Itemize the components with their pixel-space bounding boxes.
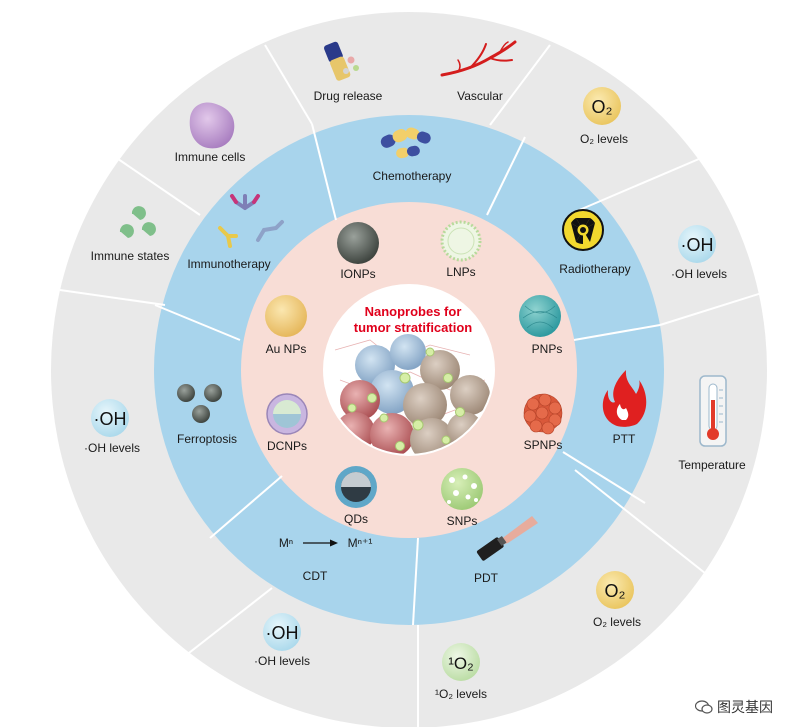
therapy-radiotherapy: Radiotherapy <box>559 209 631 276</box>
o2-bottom-icon <box>596 571 634 609</box>
spnps-particle <box>523 393 563 435</box>
biomarker-o2-top: O₂ O₂ levels <box>580 87 628 146</box>
immune-states-label: Immune states <box>91 249 170 263</box>
pnps-particle <box>519 295 561 337</box>
therapy-pdt: PDT <box>474 516 538 585</box>
immune-cell-icon <box>189 102 235 149</box>
immune-states-icon <box>119 206 156 238</box>
chemotherapy-label: Chemotherapy <box>373 169 452 183</box>
therapy-dividers <box>154 123 661 626</box>
ptt-label: PTT <box>613 432 636 446</box>
immunotherapy-label: Immunotherapy <box>187 257 270 271</box>
oh-bottom-icon <box>263 613 301 651</box>
immune-cells-label: Immune cells <box>175 150 246 164</box>
ionps-label: IONPs <box>340 267 375 281</box>
oh-right-label: ·OH levels <box>671 267 727 281</box>
therapy-cdt: Mⁿ Mⁿ⁺¹ CDT <box>279 536 373 583</box>
biomarker-temperature: Temperature <box>678 375 746 472</box>
center-title-line2: tumor stratification <box>354 320 473 335</box>
probe-qds: QDs <box>335 466 377 526</box>
cdt-equation-left: Mⁿ <box>279 536 293 550</box>
laser-icon <box>476 516 538 561</box>
aunps-particle <box>265 295 307 337</box>
therapy-ptt: PTT <box>602 370 647 446</box>
oh-right-symbol: ·OH <box>681 235 714 255</box>
snps-particle <box>441 468 483 510</box>
oh-bottom-label: ·OH levels <box>254 654 310 668</box>
watermark-text: 图灵基因 <box>717 700 773 716</box>
vessel-icon <box>440 40 517 77</box>
watermark: 图灵基因 <box>695 697 773 717</box>
biomarker-o2-bottom: O₂ O₂ levels <box>593 571 641 629</box>
therapy-immunotherapy: Immunotherapy <box>187 194 284 271</box>
center-title-line1: Nanoprobes for <box>365 304 462 319</box>
biomarker-singlet-o2: ¹O₂ ¹O₂ levels <box>435 643 487 701</box>
singlet-o2-icon <box>442 643 480 681</box>
lnps-label: LNPs <box>446 265 475 279</box>
capsule-icon <box>380 127 431 159</box>
snps-label: SNPs <box>447 514 478 528</box>
biomarker-immune-states: Immune states <box>91 206 170 263</box>
pill-bottle-icon <box>323 41 359 81</box>
oh-bottom-symbol: ·OH <box>266 623 299 643</box>
o2-top-label: O₂ levels <box>580 132 628 146</box>
biomarker-vascular: Vascular <box>440 40 517 103</box>
biomarker-oh-right: ·OH ·OH levels <box>671 225 727 281</box>
wechat-icon <box>695 700 713 714</box>
vascular-label: Vascular <box>457 89 503 103</box>
singlet-o2-label: ¹O₂ levels <box>435 687 487 701</box>
oh-left-label: ·OH levels <box>84 441 140 455</box>
therapy-chemotherapy: Chemotherapy <box>373 127 452 183</box>
therapy-ferroptosis: Ferroptosis <box>177 384 237 446</box>
o2-bottom-label: O₂ levels <box>593 615 641 629</box>
spnps-label: SPNPs <box>524 438 563 452</box>
outer-dividers <box>59 44 766 727</box>
probe-ionps: IONPs <box>337 222 379 281</box>
aunps-label: Au NPs <box>266 342 307 356</box>
biomarker-immune-cells: Immune cells <box>175 102 246 164</box>
biomarker-drug-release: Drug release <box>314 41 383 103</box>
flame-icon <box>602 370 647 427</box>
probe-snps: SNPs <box>441 468 483 528</box>
o2-bottom-symbol: O₂ <box>605 581 626 601</box>
cdt-equation-right: Mⁿ⁺¹ <box>348 536 373 550</box>
probe-lnps: LNPs <box>440 220 482 279</box>
probe-spnps: SPNPs <box>523 393 563 452</box>
probe-aunps: Au NPs <box>265 295 307 356</box>
probe-dcnps: DCNPs <box>266 393 308 453</box>
ferroptosis-label: Ferroptosis <box>177 432 237 446</box>
biomarker-oh-bottom: ·OH ·OH levels <box>254 613 310 668</box>
singlet-o2-symbol: ¹O₂ <box>448 654 473 673</box>
thermometer-icon <box>699 375 727 447</box>
qds-label: QDs <box>344 512 368 526</box>
radiation-icon <box>562 209 604 251</box>
cdt-label: CDT <box>303 569 328 583</box>
dcnps-label: DCNPs <box>267 439 307 453</box>
biomarker-oh-left: ·OH ·OH levels <box>84 399 140 455</box>
oh-right-icon <box>678 225 716 263</box>
o2-top-icon <box>583 87 621 125</box>
pnps-label: PNPs <box>532 342 563 356</box>
probe-pnps: PNPs <box>519 295 562 356</box>
antibody-icon <box>218 194 284 248</box>
temperature-label: Temperature <box>678 458 746 472</box>
drug-release-label: Drug release <box>314 89 383 103</box>
oh-left-icon <box>91 399 129 437</box>
radiotherapy-label: Radiotherapy <box>559 262 630 276</box>
pdt-label: PDT <box>474 571 499 585</box>
ionps-particle <box>337 222 379 264</box>
o2-top-symbol: O₂ <box>592 97 613 117</box>
oh-left-symbol: ·OH <box>94 409 127 429</box>
ferroptosis-particles-icon <box>177 384 222 423</box>
